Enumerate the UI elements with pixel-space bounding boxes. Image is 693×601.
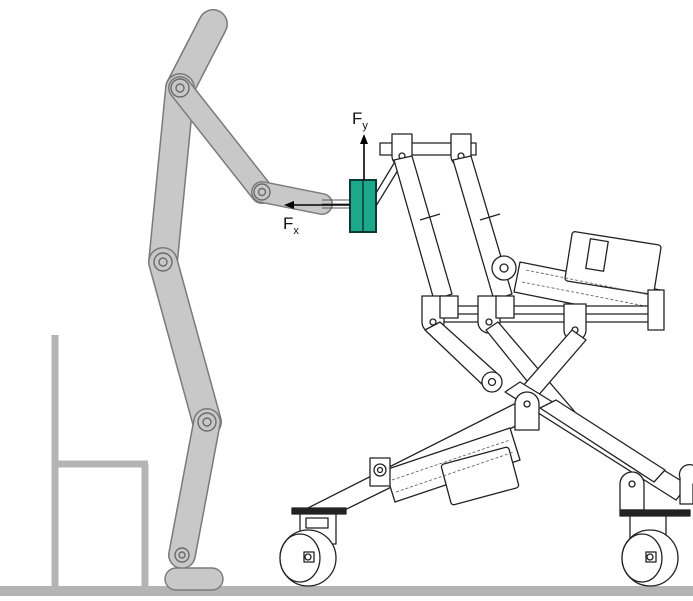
force-arrows (284, 134, 368, 209)
chair (51, 335, 149, 588)
human-links (148, 9, 333, 569)
front-castor-wheel (279, 513, 337, 587)
human-body-model (148, 9, 352, 591)
human-joints (153, 78, 271, 563)
human-foot (164, 567, 224, 591)
rear-castor-wheel (621, 515, 679, 587)
force-x-label: Fx (283, 214, 299, 237)
force-sensor (349, 179, 377, 233)
floor (0, 586, 693, 596)
force-y-label: Fy (352, 109, 368, 132)
lower-actuator (369, 427, 521, 506)
standing-assist-robot (279, 133, 693, 587)
